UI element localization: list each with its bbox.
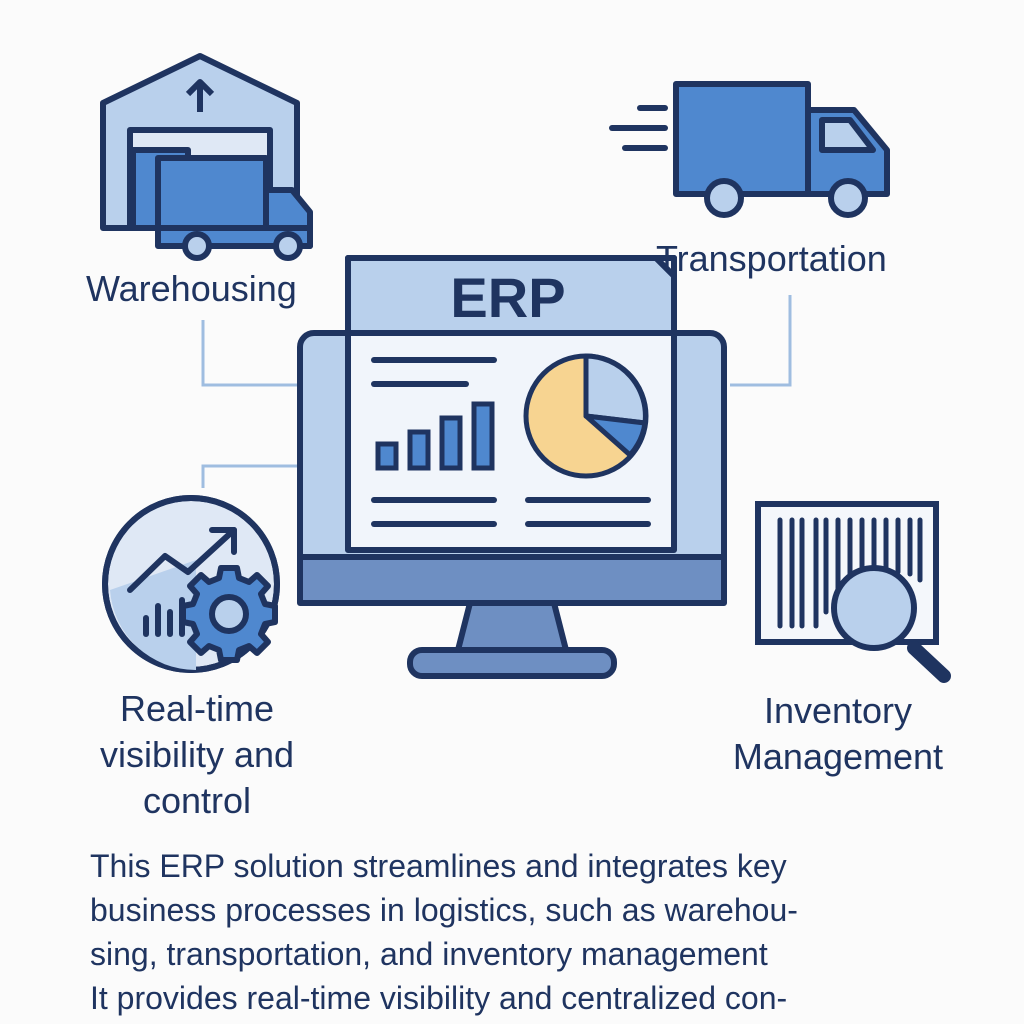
inventory-label: Inventory Management xyxy=(716,688,960,780)
visibility-label: Real-time visibility and control xyxy=(70,686,324,824)
description-line: sing, transportation, and inventory mana… xyxy=(90,936,768,972)
trend-gear-icon xyxy=(102,495,280,673)
screen-bar xyxy=(471,401,495,471)
transportation-label: Transportation xyxy=(656,238,887,279)
description-line: business processes in logistics, such as… xyxy=(90,892,798,928)
inventory-label-line: Management xyxy=(732,736,944,777)
computer-monitor-icon xyxy=(297,255,727,679)
screen-pie-chart xyxy=(523,353,649,479)
delivery-truck-icon xyxy=(609,81,890,218)
screen-bar-chart xyxy=(375,401,495,471)
screen-bar xyxy=(375,441,399,471)
visibility-label-line: Real-time xyxy=(119,688,275,729)
description-text: This ERP solution streamlines and integr… xyxy=(90,844,1000,1020)
description-line: This ERP solution streamlines and integr… xyxy=(90,848,787,884)
screen-bar xyxy=(439,415,463,471)
screen-bar xyxy=(407,429,431,471)
visibility-label-line: control xyxy=(142,780,252,821)
connector-lines xyxy=(201,295,792,488)
visibility-label-line: visibility and xyxy=(99,734,295,775)
barcode-magnifier-icon xyxy=(755,501,951,683)
warehouse-truck-icon xyxy=(100,53,313,261)
inventory-label-line: Inventory xyxy=(763,690,913,731)
warehousing-label: Warehousing xyxy=(86,268,297,309)
description-line: It provides real-time visibility and cen… xyxy=(90,980,788,1016)
erp-screen-title: ERP xyxy=(450,266,566,329)
